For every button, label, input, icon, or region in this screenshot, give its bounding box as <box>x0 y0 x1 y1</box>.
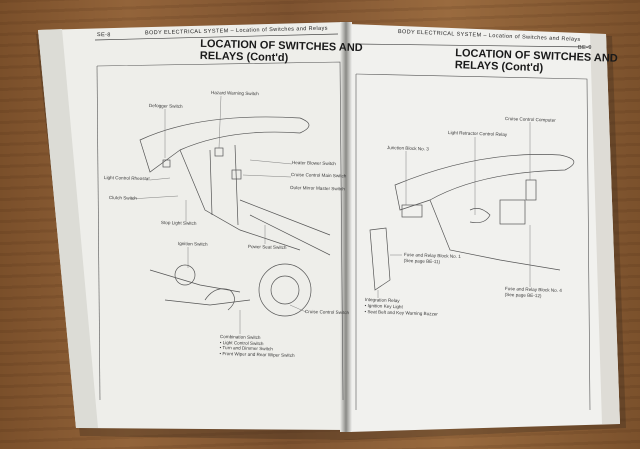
right-page <box>349 24 620 432</box>
right-page-number: BE-9 <box>578 45 592 51</box>
label-integration-relay: Integration Relay • Ignition Key Light •… <box>364 297 438 318</box>
label-fuse-relay-block-4: Fuse and Relay Block No. 4 (See page BE-… <box>505 286 562 300</box>
label-power-seat-switch: Power Seat Switch <box>247 244 287 251</box>
label-combination-switch: Combination Switch • Light Control Switc… <box>219 334 295 358</box>
label-fuse-relay-block-1: Fuse and Relay Block No. 1 (See page BE-… <box>404 252 461 266</box>
label-clutch-switch: Clutch Switch <box>108 195 137 201</box>
label-stop-light-switch: Stop Light Switch <box>160 220 197 226</box>
left-page-number: SE-8 <box>96 32 111 39</box>
left-page-title: LOCATION OF SWITCHES AND RELAYS (Cont'd) <box>200 38 363 66</box>
label-ignition-switch: Ignition Switch <box>177 241 208 247</box>
label-defogger-switch: Defogger Switch <box>148 103 183 109</box>
left-page <box>38 22 347 430</box>
